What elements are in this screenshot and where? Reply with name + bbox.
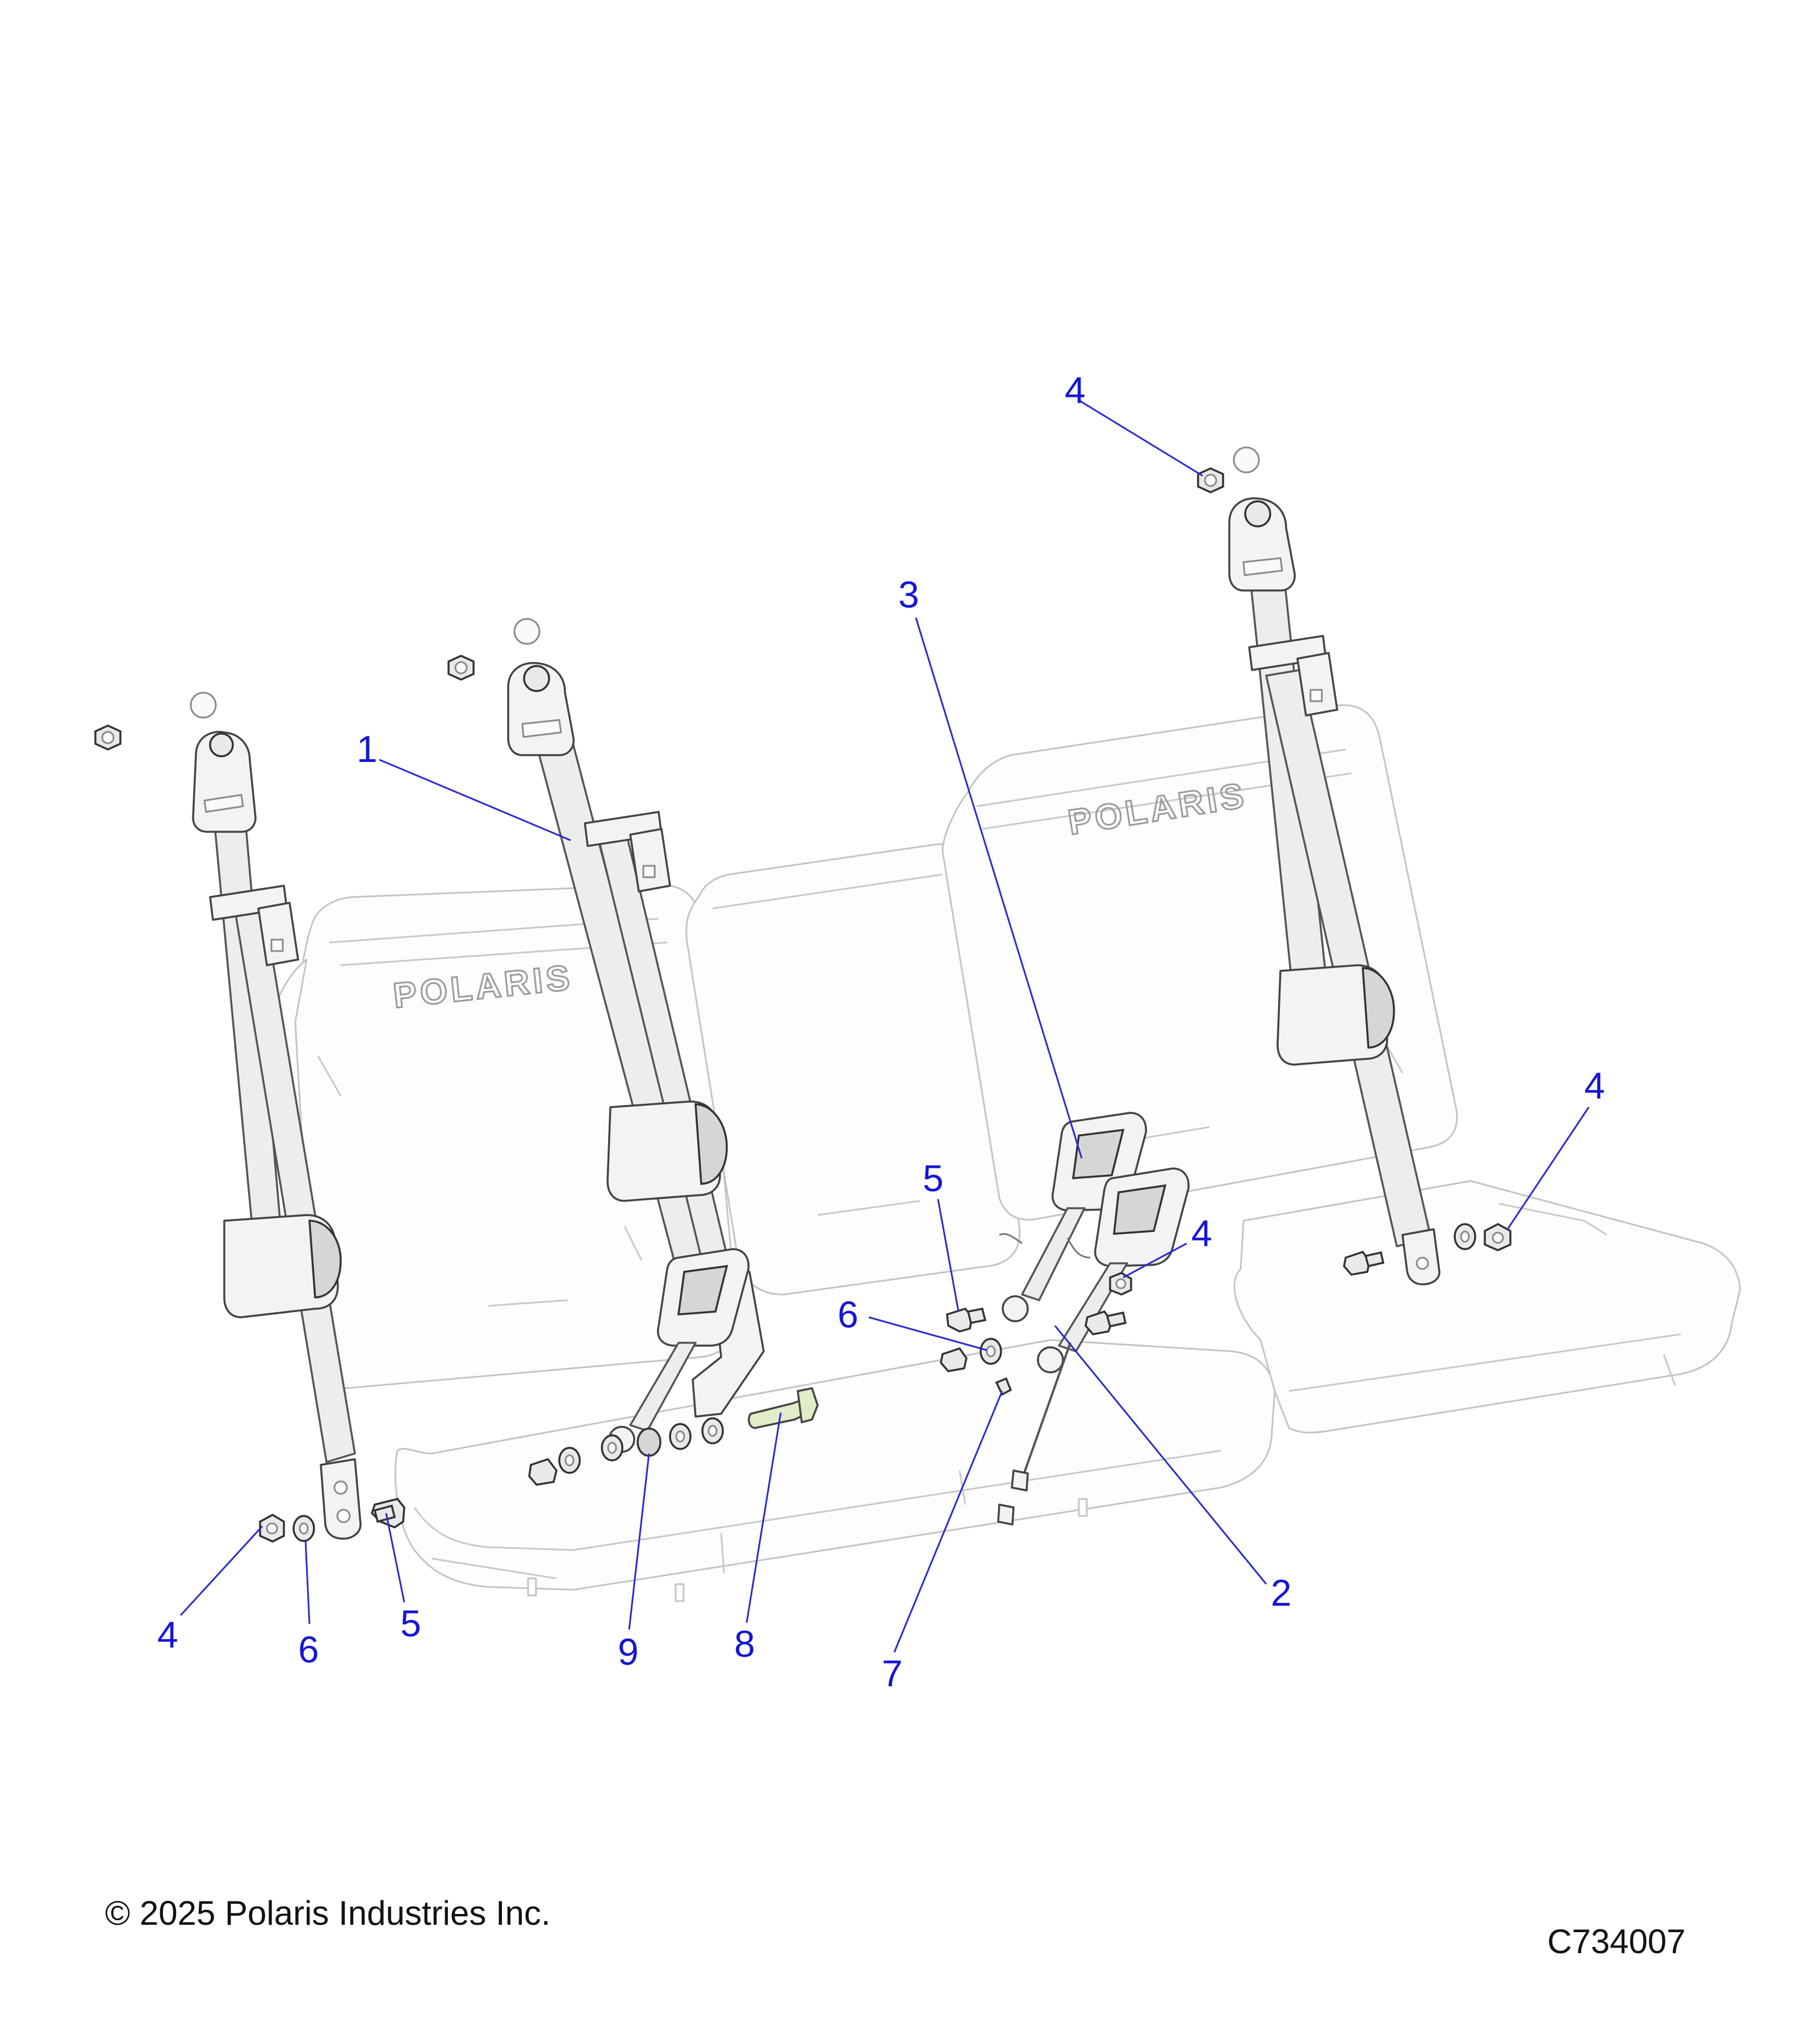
leader-4a [1078,399,1203,477]
bolt-right-center [946,1307,973,1333]
callout-9: 9 [618,1631,639,1673]
cap-left-outboard [190,692,217,719]
seat-cushion-left [394,1339,1276,1591]
seat-bench: POLARIS POLARIS [266,704,1741,1602]
seat-belt-right-outboard [1228,446,1441,1285]
callout-4-right: 4 [1584,1065,1605,1107]
leader-9 [628,1453,650,1630]
buckle-bracket-left [692,1271,765,1418]
leader-5b [385,1513,405,1603]
leader-3 [915,617,1083,1159]
retractor-left-outboard [223,1214,339,1318]
cap-left-center [513,618,541,645]
spacer-9 [637,1427,662,1457]
buckle-right-2 [997,1167,1190,1526]
leader-1 [379,759,571,841]
leader-4b [1506,1107,1590,1230]
leader-2 [1054,1325,1267,1585]
leader-6b [304,1539,311,1624]
seat-back-middle [685,843,1021,1296]
leader-5a [937,1199,960,1312]
callout-2: 2 [1271,1572,1292,1614]
callout-1: 1 [357,728,378,770]
clip-7 [995,1377,1012,1396]
callout-6-center: 6 [838,1293,859,1335]
callout-4-left: 4 [157,1614,178,1656]
seat-belt-left-center [507,618,765,1418]
leader-7 [893,1390,1003,1653]
seat-cushion-right [1233,1180,1741,1434]
copyright-notice: © 2025 Polaris Industries Inc. [105,1894,551,1932]
lower-anchor-right [1401,1228,1441,1285]
callouts: 1 2 3 4 4 4 4 5 5 6 6 7 8 9 [157,369,1605,1694]
callout-6-left: 6 [298,1628,319,1670]
figure-id: C734007 [1547,1922,1686,1961]
callout-5-left: 5 [400,1602,421,1644]
callout-8: 8 [734,1623,755,1665]
seat-belt-left-outboard [190,692,362,1540]
callout-7: 7 [882,1652,903,1694]
leader-6a [868,1316,987,1351]
callout-4-center: 4 [1191,1212,1212,1254]
lower-anchor-left [320,1458,362,1540]
leader-8 [746,1412,782,1623]
leader-4d [179,1525,263,1616]
callout-5-center: 5 [923,1157,944,1199]
callout-3: 3 [898,573,919,615]
leader-lines [179,399,1590,1653]
leader-4c [1123,1242,1187,1279]
callout-4-top: 4 [1065,369,1086,411]
hardware [94,467,1512,1543]
buckle-left [608,1248,750,1453]
cap-right-outboard [1233,446,1260,474]
